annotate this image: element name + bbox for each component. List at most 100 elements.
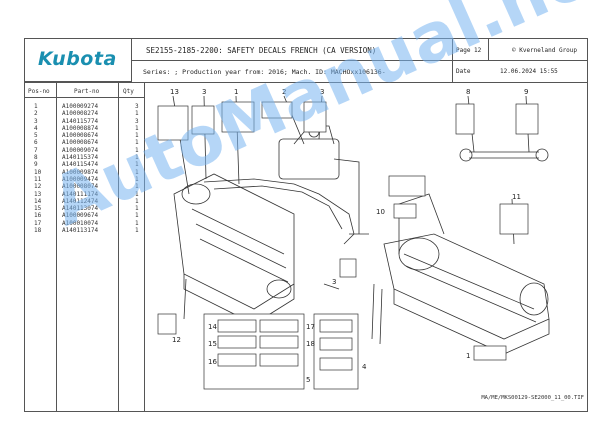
decal-3c [339, 258, 357, 278]
table-cell-qty: 1 [135, 205, 139, 213]
table-cell-pos: 9 [34, 161, 38, 169]
header-bottom-line [24, 82, 588, 83]
decal-17 [319, 319, 353, 333]
date-value: 12.06.2024 15:55 [500, 68, 558, 75]
table-cell-pos: 15 [34, 205, 42, 213]
table-cell-pos: 17 [34, 219, 42, 227]
col-header-qty: Qty [123, 88, 134, 95]
callout-1: 1 [234, 88, 238, 96]
table-cell-qty: 1 [135, 219, 139, 227]
boom-arm-inner [213, 185, 343, 230]
callout-12: 12 [172, 336, 181, 344]
date-label: Date [456, 68, 471, 75]
decal-16b [259, 353, 299, 367]
decal-13 [157, 105, 189, 141]
callout-3: 3 [202, 88, 206, 96]
table-cell-pos: 3 [34, 117, 38, 125]
callout-9: 9 [524, 88, 528, 96]
table-cell-qty: 1 [135, 212, 139, 220]
callout-3b: 3 [320, 88, 324, 96]
decal-9 [515, 103, 539, 135]
table-cell-part: A100009874 [62, 168, 99, 176]
table-cell-part: A140113174 [62, 227, 99, 235]
decal-3b [303, 101, 327, 133]
table-cell-part: A100010074 [62, 219, 99, 227]
table-cell-part: A100009674 [62, 212, 99, 220]
table-cell-qty: 1 [135, 197, 139, 205]
decal-15a [217, 335, 257, 349]
col-header-part: Part-no [74, 88, 100, 95]
housing-ribs [191, 208, 289, 283]
decal-16a [217, 353, 257, 367]
callout-15: 15 [208, 340, 217, 348]
company-name: © Kverneland Group [512, 47, 578, 54]
mower-housing-right [383, 233, 550, 340]
table-cell-pos: 7 [34, 146, 38, 154]
pto-shaft [469, 151, 539, 159]
leader-lines-bottom [183, 278, 340, 320]
series-info: Series: ; Production year from: 2016; Ma… [143, 68, 386, 76]
table-cell-pos: 16 [34, 212, 42, 220]
decal-4 [319, 357, 353, 371]
gearbox [278, 138, 340, 180]
right-gearbox [398, 237, 440, 271]
decal-3 [191, 105, 215, 135]
page-frame [24, 38, 588, 412]
right-arm [398, 193, 445, 254]
table-cell-part: A140115374 [62, 154, 99, 162]
stand-leg [371, 283, 383, 345]
table-cell-part: A140111174 [62, 190, 99, 198]
header-divider [132, 60, 588, 61]
logo-cell: Kubota [24, 38, 132, 82]
decal-1b [473, 345, 507, 361]
table-col-line [118, 82, 119, 412]
table-cell-part: A140113074 [62, 205, 99, 213]
table-cell-pos: 2 [34, 110, 38, 118]
table-cell-part: A100009274 [62, 103, 99, 110]
table-cell-pos: 11 [34, 175, 42, 183]
table-cell-part: A100008874 [62, 124, 99, 132]
mower-housing-left [173, 173, 295, 310]
table-cell-pos: 6 [34, 139, 38, 147]
table-cell-qty: 1 [135, 132, 139, 140]
table-cell-pos: 18 [34, 227, 42, 235]
exploded-view-drawing: 13 3 1 2 3 8 9 11 10 3 12 1 14 15 16 17 … [157, 88, 550, 390]
callout-2: 2 [282, 88, 286, 96]
drive-pulley [181, 183, 211, 205]
table-cell-qty: 1 [135, 183, 139, 191]
decal-1 [221, 101, 255, 133]
table-cell-qty: 1 [135, 168, 139, 176]
table-col-line [144, 82, 145, 412]
page-title: SE2155-2185-2200: SAFETY DECALS FRENCH (… [146, 46, 377, 55]
right-housing-ribs [403, 253, 537, 323]
decal-18 [319, 337, 353, 351]
roller-end [266, 279, 292, 299]
table-cell-qty: 1 [135, 124, 139, 132]
decal-12 [157, 313, 177, 335]
support-frame [333, 158, 369, 235]
table-cell-part: A100009474 [62, 175, 99, 183]
callout-8: 8 [466, 88, 470, 96]
callout-11: 11 [512, 193, 521, 201]
page-label: Page [456, 47, 471, 54]
table-cell-part: A140115774 [62, 117, 99, 125]
callout-10: 10 [376, 208, 385, 216]
decal-14a [217, 319, 257, 333]
table-cell-part: A100008674 [62, 139, 99, 147]
decal-14b [259, 319, 299, 333]
header-col-line [452, 38, 453, 82]
table-cell-qty: 1 [135, 227, 139, 235]
table-cell-part: A140115474 [62, 161, 99, 169]
col-header-pos: Pos-no [28, 88, 50, 95]
callout-5: 5 [306, 376, 310, 384]
table-cell-qty: 1 [135, 154, 139, 162]
callout-14: 14 [208, 323, 217, 331]
table-cell-qty: 1 [135, 110, 139, 118]
callout-13: 13 [170, 88, 179, 96]
right-housing-bottom [393, 289, 550, 355]
table-cell-part: A100009074 [62, 146, 99, 154]
table-cell-pos: 4 [34, 124, 38, 132]
right-drive-pulley [519, 282, 549, 316]
drawing-reference: MA/ME/MKS00129-SE2000_11_00.TIF [481, 395, 584, 401]
table-cell-pos: 1 [34, 103, 38, 110]
